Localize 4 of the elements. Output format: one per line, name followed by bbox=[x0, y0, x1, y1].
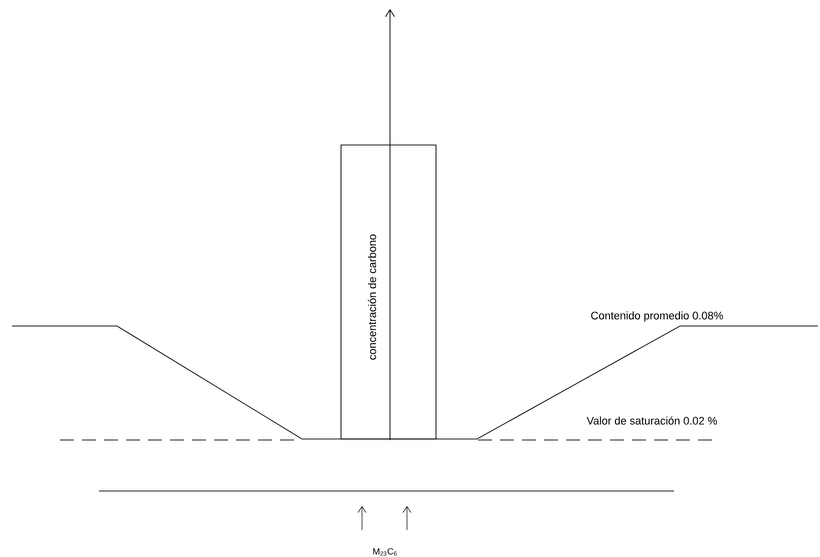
carbide-label: M$_{23}$C$_{6}$ bbox=[373, 548, 397, 556]
label: Contenido promedio 0.08% bbox=[591, 311, 723, 322]
concentration-box: concentración de carbono bbox=[340, 144, 436, 440]
label: Valor de saturación 0.02 % bbox=[586, 416, 717, 425]
